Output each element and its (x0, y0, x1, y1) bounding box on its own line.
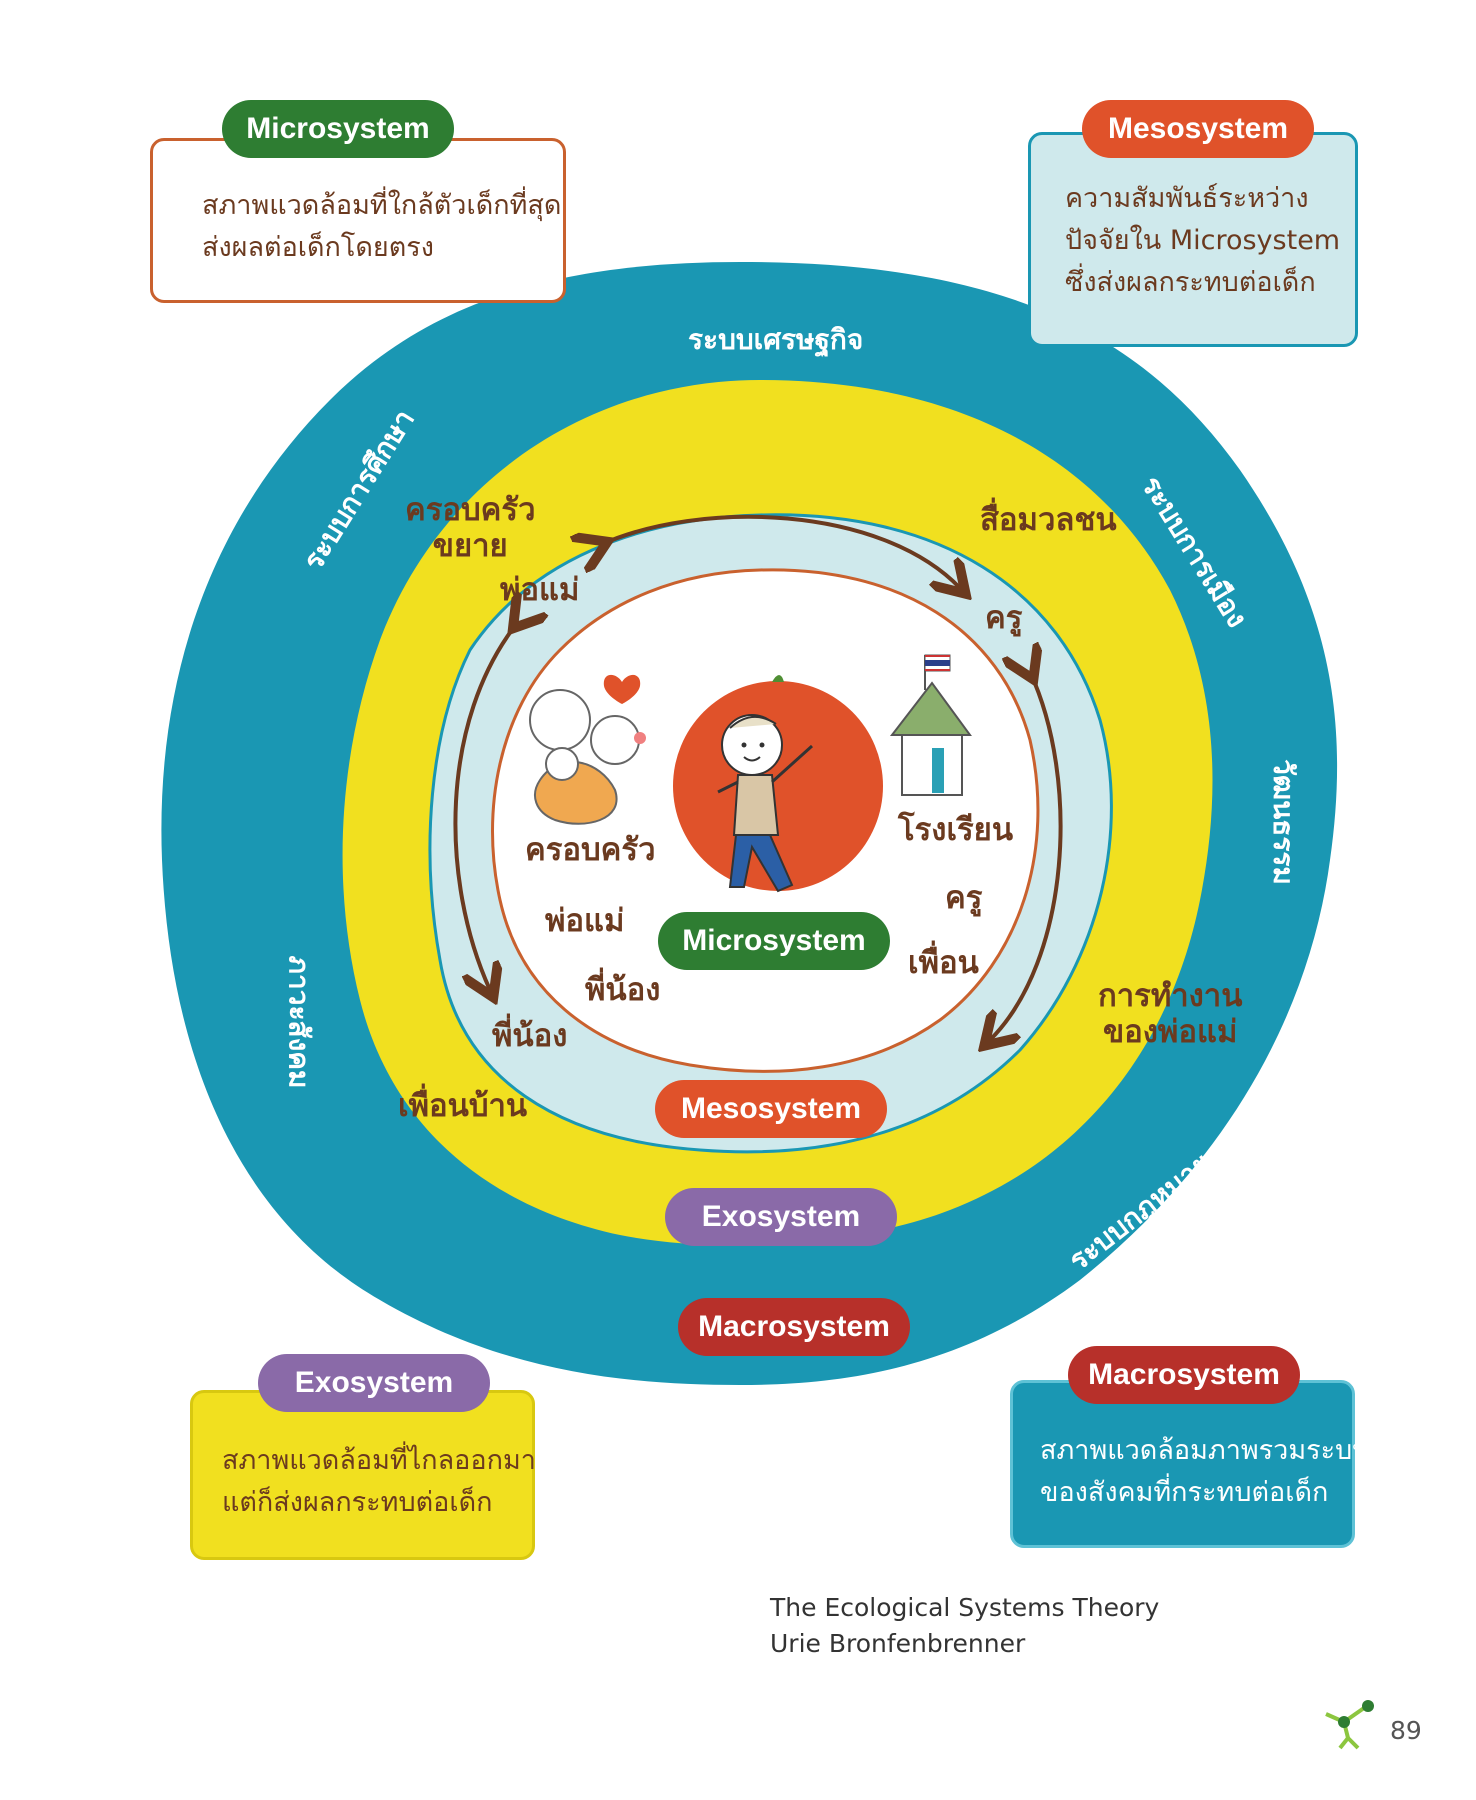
meso-label-parents: พ่อแม่ (500, 572, 580, 608)
exo-label-parents-work: การทำงาน ของพ่อแม่ (1098, 978, 1243, 1050)
micro-label-school: โรงเรียน (898, 812, 1014, 848)
meso-label-teacher: ครู (985, 600, 1023, 636)
ring-label-economy: ระบบเศรษฐกิจ (688, 323, 864, 356)
family-illustration (529, 674, 646, 825)
ring-pill-macrosystem: Macrosystem (678, 1298, 910, 1356)
ring-label-culture: วัฒนธรรม (1266, 759, 1300, 885)
meso-label-siblings: พี่น้อง (492, 1018, 568, 1054)
school-illustration (889, 654, 972, 796)
ring-pill-microsystem: Microsystem (658, 912, 890, 970)
micro-label-siblings: พี่น้อง (585, 972, 661, 1008)
exo-label-neighbors: เพื่อนบ้าน (398, 1088, 528, 1124)
ring-label-society: ภาวะสังคม (282, 955, 316, 1089)
mesosystem-card-title: Mesosystem (1082, 100, 1314, 158)
micro-label-friends: เพื่อน (908, 945, 979, 981)
mesosystem-card-text: ความสัมพันธ์ระหว่าง ปัจจัยใน Microsystem… (1065, 183, 1341, 298)
molecule-icon (1325, 1700, 1374, 1750)
micro-label-family: ครอบครัว (525, 832, 656, 868)
ring-pill-mesosystem: Mesosystem (655, 1080, 887, 1138)
micro-label-teacher: ครู (945, 880, 983, 916)
page-number: 89 (1390, 1716, 1422, 1745)
microsystem-card (150, 138, 566, 303)
arrow-right (990, 672, 1063, 1040)
figure-caption: The Ecological Systems Theory Urie Bronf… (770, 1590, 1159, 1662)
microsystem-card-title: Microsystem (222, 100, 454, 158)
caption-author: Urie Bronfenbrenner (770, 1629, 1026, 1658)
exo-label-extended-family: ครอบครัว ขยาย (405, 492, 536, 564)
macrosystem-card (1010, 1380, 1355, 1548)
child-illustration (717, 675, 814, 893)
exosystem-card-title: Exosystem (258, 1354, 490, 1412)
macrosystem-card-text: สภาพแวดล้อมภาพรวมระบบ ของสังคมที่กระทบต่… (1040, 1435, 1370, 1508)
microsystem-card-text: สภาพแวดล้อมที่ใกล้ตัวเด็กที่สุด ส่งผลต่อ… (202, 190, 562, 263)
mesosystem-card (1028, 132, 1358, 347)
micro-label-parents: พ่อแม่ (545, 903, 625, 939)
exosystem-card-text: สภาพแวดล้อมที่ไกลออกมา แต่ก็ส่งผลกระทบต่… (222, 1445, 536, 1518)
arrow-left (453, 622, 518, 990)
ring-pill-exosystem: Exosystem (665, 1188, 897, 1246)
macrosystem-card-title: Macrosystem (1068, 1346, 1300, 1404)
arrow-top (600, 514, 960, 588)
exo-label-mass-media: สื่อมวลชน (980, 502, 1117, 538)
exosystem-card (190, 1390, 535, 1560)
caption-title: The Ecological Systems Theory (770, 1593, 1160, 1622)
